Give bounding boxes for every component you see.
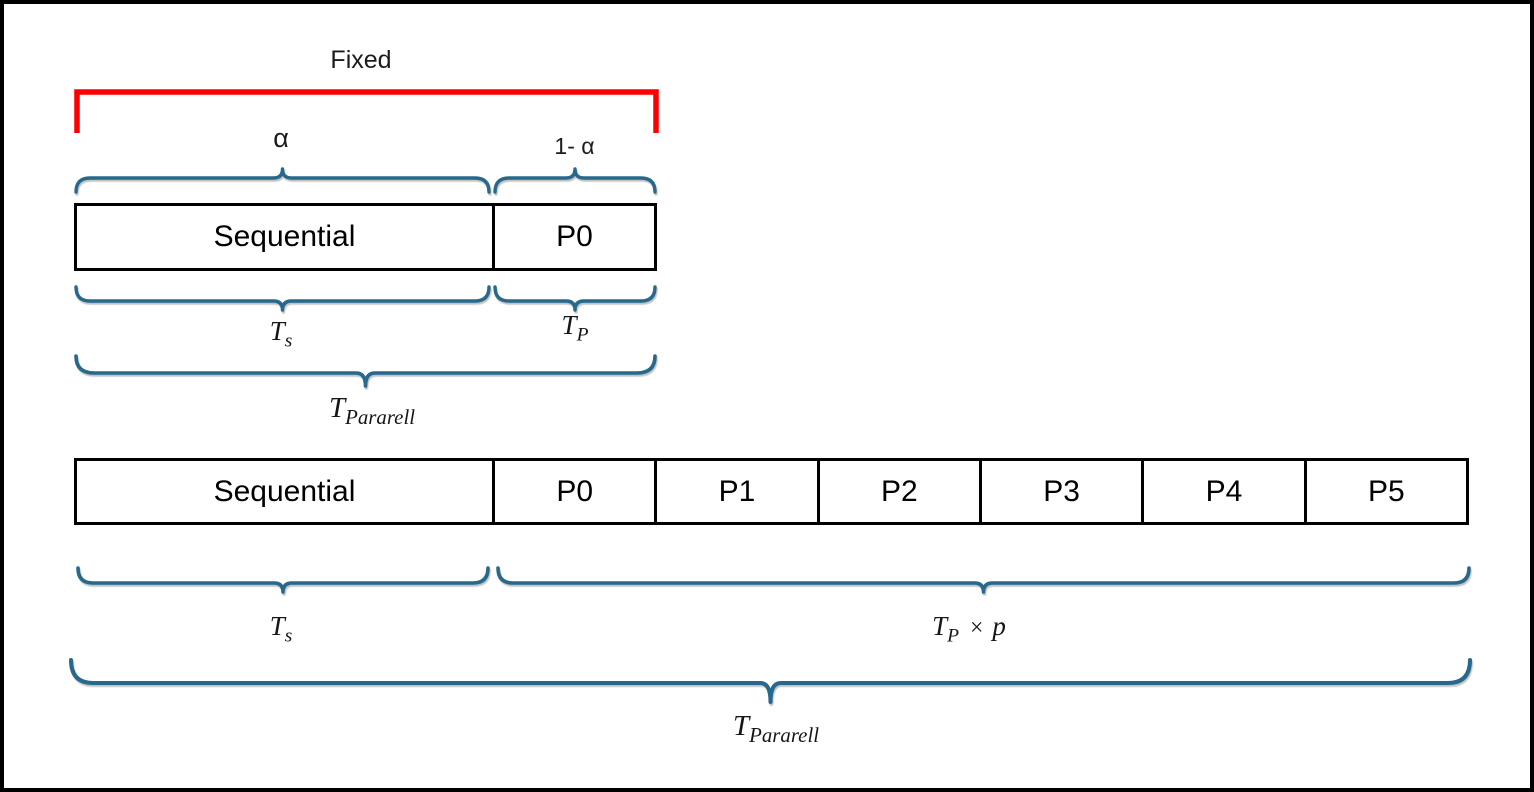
overbrace-alpha-icon — [74, 167, 491, 194]
underbrace-tp-times-p-icon — [496, 566, 1471, 594]
top-task-bar: Sequential P0 — [74, 203, 657, 271]
fixed-range-bracket-path — [74, 89, 659, 133]
ts-label-top: Ts — [269, 316, 293, 352]
overbrace-one-minus-alpha-icon — [493, 167, 657, 194]
fixed-range-bracket-icon — [74, 89, 659, 133]
ts-label-bottom: Ts — [269, 611, 293, 647]
underbrace-tp-top-icon — [493, 285, 657, 312]
underbrace-tparallel-top-icon — [74, 354, 657, 388]
task-cell-p1: P1 — [654, 461, 817, 522]
bottom-task-bar: Sequential P0 P1 P2 P3 P4 P5 — [74, 458, 1469, 525]
task-cell-p5: P5 — [1303, 461, 1466, 522]
underbrace-ts-top-icon — [74, 285, 491, 312]
underbrace-ts-bottom-icon — [76, 566, 490, 594]
task-cell-sequential-bottom: Sequential — [77, 461, 492, 522]
underbrace-tparallel-bottom-icon — [69, 658, 1472, 704]
tp-label-top: TP — [561, 310, 589, 346]
task-cell-sequential: Sequential — [77, 206, 492, 268]
task-cell-p4: P4 — [1141, 461, 1304, 522]
task-cell-p0: P0 — [492, 206, 654, 268]
times-operator: × — [970, 615, 984, 641]
fixed-label: Fixed — [330, 46, 392, 74]
task-cell-p3: P3 — [978, 461, 1142, 522]
task-cell-p2: P2 — [816, 461, 979, 522]
tparallel-label-bottom: TPararell — [732, 710, 820, 747]
one-minus-alpha-label: 1- α — [554, 133, 595, 159]
tparallel-label-top: TPararell — [328, 392, 416, 429]
task-cell-p0-bottom: P0 — [492, 461, 655, 522]
tp-times-p-label: TP×p — [932, 611, 1006, 647]
alpha-label: α — [273, 123, 289, 153]
